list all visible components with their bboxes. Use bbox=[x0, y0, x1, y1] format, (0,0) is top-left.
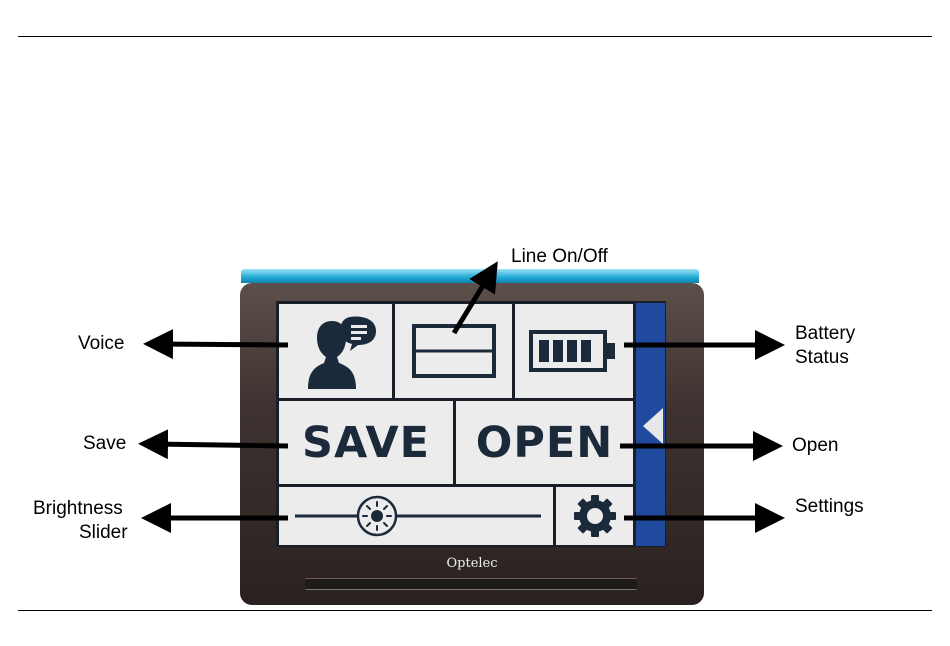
arrow-line-toggle bbox=[454, 274, 490, 333]
callout-settings: Settings bbox=[795, 495, 864, 519]
arrow-save bbox=[153, 444, 288, 446]
callout-brightness-line1: Brightness bbox=[33, 497, 123, 521]
callout-save: Save bbox=[83, 432, 126, 456]
callout-battery-line2: Status bbox=[795, 346, 849, 370]
callout-brightness-line2: Slider bbox=[79, 521, 128, 545]
arrow-voice bbox=[158, 344, 288, 345]
callout-battery-line1: Battery bbox=[795, 322, 855, 346]
callout-open: Open bbox=[792, 434, 838, 458]
callout-voice: Voice bbox=[78, 332, 124, 356]
callout-line-toggle: Line On/Off bbox=[511, 245, 608, 269]
